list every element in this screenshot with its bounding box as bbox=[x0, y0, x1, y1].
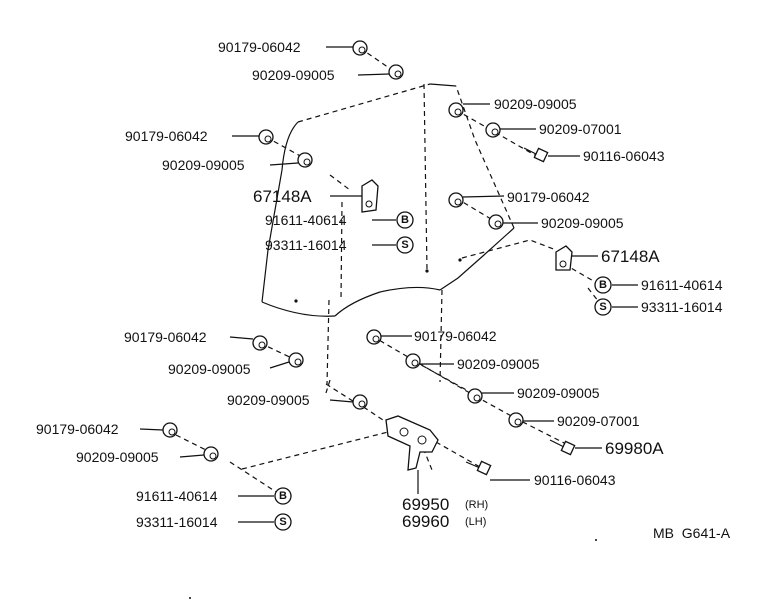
part-label: 90209-09005 bbox=[494, 96, 577, 112]
part-label: 91611-40614 bbox=[265, 212, 347, 228]
part-label: 69950 bbox=[402, 495, 449, 514]
part-label: 90209-09005 bbox=[541, 215, 624, 231]
part-label: 91611-40614 bbox=[641, 277, 723, 293]
svg-text:S: S bbox=[279, 516, 286, 528]
part-suffix: (RH) bbox=[465, 499, 488, 511]
part-label: 93311-16014 bbox=[641, 299, 723, 315]
part-label: 90179-06042 bbox=[36, 421, 119, 437]
part-label: 90179-06042 bbox=[125, 128, 208, 144]
washers bbox=[162, 40, 524, 462]
washer-03 bbox=[448, 102, 464, 118]
washer-12 bbox=[488, 214, 504, 230]
washer-01 bbox=[352, 40, 368, 56]
part-suffix: (LH) bbox=[465, 516, 486, 528]
part-label: 93311-16014 bbox=[265, 237, 347, 253]
figure-code: MB G641-A bbox=[653, 525, 731, 541]
washer-24 bbox=[162, 422, 178, 438]
washer-11 bbox=[448, 192, 464, 208]
part-labels: 90179-06042 90209-09005 90209-09005 9020… bbox=[36, 39, 723, 531]
regulator-bracket bbox=[385, 415, 439, 494]
washer-16 bbox=[252, 335, 268, 351]
part-label: 90179-06042 bbox=[124, 329, 207, 345]
part-label: 90116-06043 bbox=[583, 148, 665, 164]
washer-22 bbox=[508, 412, 524, 428]
washer-21 bbox=[467, 388, 483, 404]
guide-lines bbox=[167, 47, 603, 498]
part-label: 90209-09005 bbox=[162, 157, 245, 173]
bolt-05 bbox=[523, 147, 549, 163]
part-label: 90209-09005 bbox=[227, 392, 310, 408]
part-label: 67148A bbox=[253, 187, 312, 206]
part-label: 90209-09005 bbox=[517, 385, 600, 401]
part-label: 69960 bbox=[402, 512, 449, 531]
svg-text:B: B bbox=[279, 490, 287, 502]
symbols: B S B S B S bbox=[274, 211, 612, 531]
part-label: 90209-09005 bbox=[457, 356, 540, 372]
part-label: 90179-06042 bbox=[507, 189, 590, 205]
washer-07 bbox=[297, 152, 313, 168]
svg-text:B: B bbox=[599, 279, 607, 291]
washer-20 bbox=[352, 394, 368, 410]
part-label: 90209-09005 bbox=[76, 449, 159, 465]
part-label: 90209-09005 bbox=[252, 67, 335, 83]
part-label: 90179-06042 bbox=[218, 39, 301, 55]
part-label: 90116-06043 bbox=[534, 472, 616, 488]
glass-bracket-right bbox=[555, 245, 573, 271]
part-label: 91611-40614 bbox=[136, 488, 218, 504]
part-label: 93311-16014 bbox=[136, 514, 218, 530]
part-label: 90209-09005 bbox=[168, 361, 251, 377]
bolt-27 bbox=[465, 460, 492, 476]
bolt-23 bbox=[549, 439, 576, 456]
svg-text:S: S bbox=[599, 301, 606, 313]
bolt-symbol-3: B bbox=[274, 487, 292, 505]
specks bbox=[189, 539, 597, 599]
svg-text:B: B bbox=[401, 214, 409, 226]
bolt-symbol-2: B bbox=[594, 276, 612, 294]
part-label: 90209-07001 bbox=[557, 413, 640, 429]
leader-lines bbox=[139, 46, 638, 523]
screw-symbol-1: S bbox=[396, 236, 414, 254]
washer-18 bbox=[366, 329, 382, 345]
bolt-symbol-1: B bbox=[396, 211, 414, 229]
part-label: 90209-07001 bbox=[539, 121, 622, 137]
part-label: 69980A bbox=[605, 439, 664, 458]
washer-02 bbox=[388, 64, 404, 80]
washer-17 bbox=[288, 352, 304, 368]
washer-19 bbox=[405, 353, 421, 369]
washer-25 bbox=[203, 446, 219, 462]
screw-symbol-2: S bbox=[594, 298, 612, 316]
washer-06 bbox=[258, 129, 274, 145]
svg-text:S: S bbox=[401, 239, 408, 251]
bolts bbox=[465, 147, 576, 476]
screw-symbol-3: S bbox=[274, 513, 292, 531]
part-label: 67148A bbox=[601, 247, 660, 266]
part-label: 90179-06042 bbox=[414, 328, 497, 344]
washer-04 bbox=[485, 122, 501, 138]
glass-bracket-left bbox=[361, 179, 379, 213]
